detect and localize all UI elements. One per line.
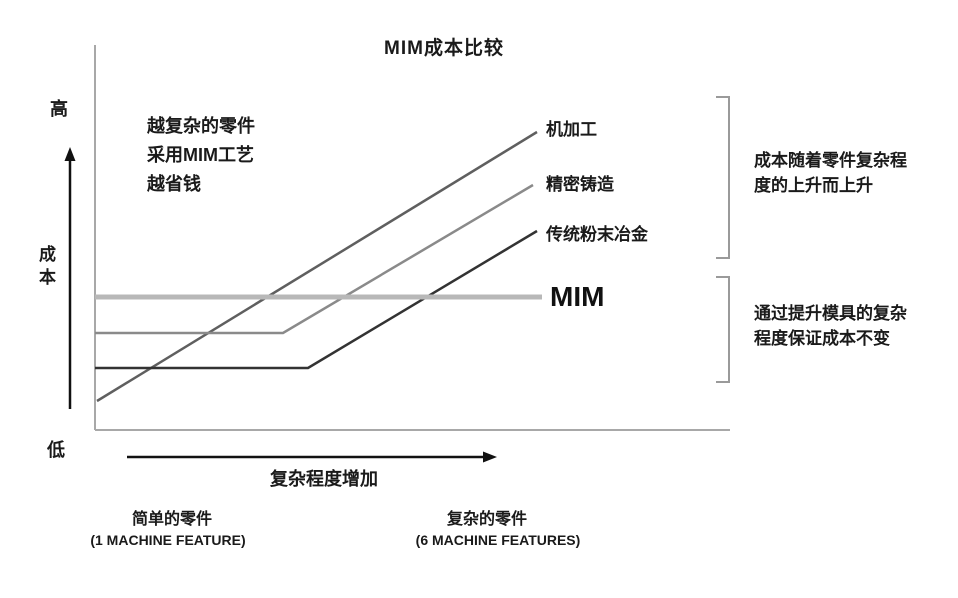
rising-cost-note: 成本随着零件复杂程 度的上升而上升: [754, 148, 954, 198]
series-line-传统粉末冶金: [95, 229, 538, 370]
series-label-powder-metallurgy: 传统粉末冶金: [546, 225, 648, 244]
chart-title: MIM成本比较: [384, 38, 504, 59]
y-axis-low-label: 低: [47, 440, 65, 460]
mim-benefit-note-line-2: 采用MIM工艺: [147, 145, 254, 165]
x-end-label-simple-part-sub: (1 MACHINE FEATURE): [90, 532, 246, 548]
series-label-precision-casting: 精密铸造: [546, 175, 614, 194]
y-axis-title: 成本: [39, 245, 56, 287]
complexity-axis-arrow-head: [483, 451, 497, 463]
series-line-机加工: [96, 130, 538, 403]
x-end-label-complex-part-sub: (6 MACHINE FEATURES): [415, 532, 581, 548]
rising-cost-note-line-2: 度的上升而上升: [754, 176, 873, 195]
series-line-精密铸造: [95, 183, 534, 335]
x-end-label-complex-part: 复杂的零件: [446, 511, 527, 528]
x-axis-title: 复杂程度增加: [270, 469, 378, 489]
y-axis-high-label: 高: [50, 99, 68, 119]
constant-cost-bracket: [716, 276, 730, 383]
mim-benefit-note: 越复杂的零件 采用MIM工艺 越省钱: [147, 112, 255, 199]
constant-cost-note-line-2: 程度保证成本不变: [754, 329, 890, 348]
rising-cost-note-line-1: 成本随着零件复杂程: [754, 151, 907, 170]
series-label-machining: 机加工: [546, 120, 597, 139]
series-label-mim: MIM: [550, 281, 605, 312]
mim-benefit-note-line-1: 越复杂的零件: [147, 116, 255, 136]
x-end-label-simple-part: 简单的零件: [131, 511, 212, 528]
cost-axis-arrow-head: [64, 147, 76, 161]
constant-cost-note-line-1: 通过提升模具的复杂: [754, 304, 907, 323]
mim-benefit-note-line-3: 越省钱: [147, 174, 201, 194]
rising-cost-bracket: [716, 96, 730, 259]
constant-cost-note: 通过提升模具的复杂 程度保证成本不变: [754, 301, 954, 351]
